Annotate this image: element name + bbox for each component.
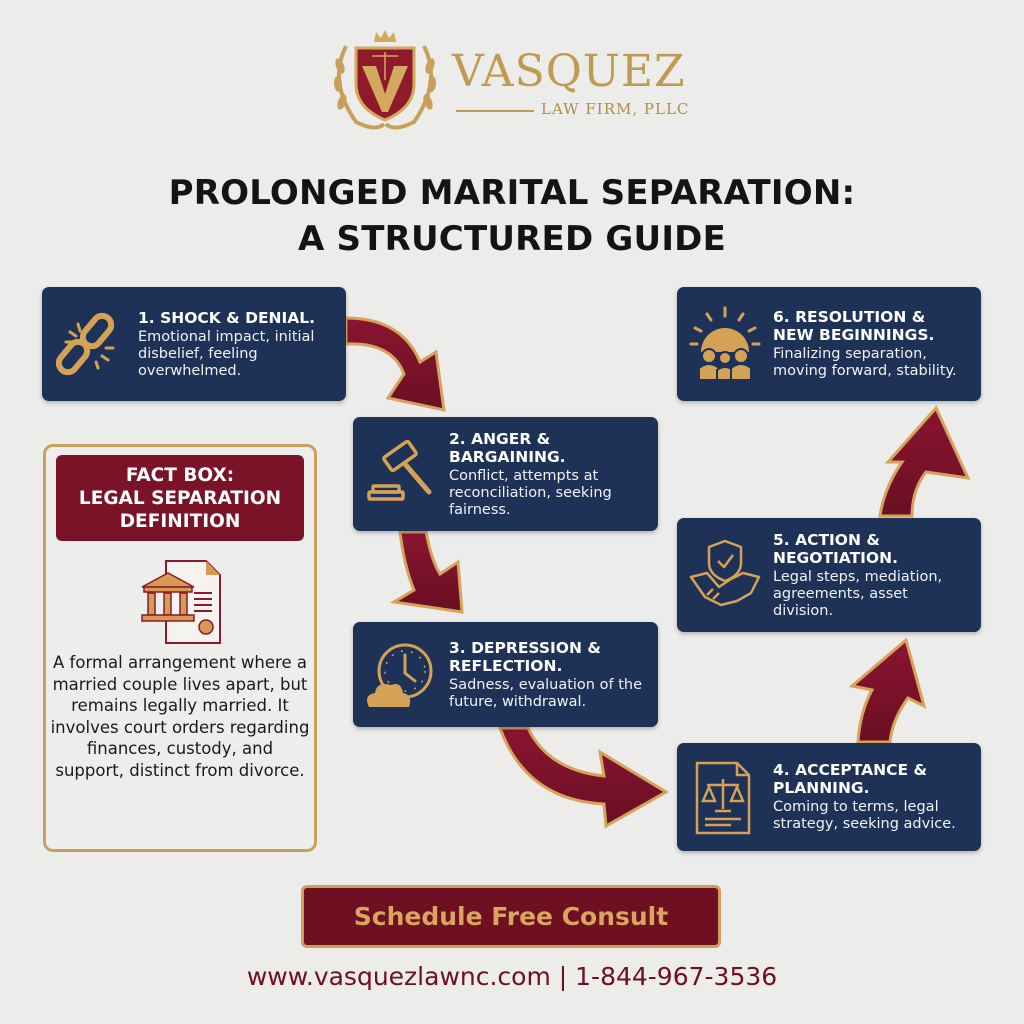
step-card-1: 1. SHOCK & DENIAL. Emotional impact, ini… bbox=[42, 287, 346, 401]
step-1-description: Emotional impact, initial disbelief, fee… bbox=[138, 328, 315, 379]
step-2-heading: 2. ANGER & BARGAINING. bbox=[449, 429, 566, 466]
step-4-description: Coming to terms, legal strategy, seeking… bbox=[773, 799, 956, 832]
step-5-description: Legal steps, mediation, agreements, asse… bbox=[773, 568, 943, 619]
step-3-heading: 3. DEPRESSION & REFLECTION. bbox=[449, 638, 601, 675]
step-card-3: 3. DEPRESSION & REFLECTION. Sadness, eva… bbox=[353, 622, 658, 727]
step-1-heading: 1. SHOCK & DENIAL. bbox=[138, 308, 316, 327]
fact-box-heading: FACT BOX: LEGAL SEPARATION DEFINITION bbox=[56, 455, 304, 541]
step-3-description: Sadness, evaluation of the future, withd… bbox=[449, 676, 642, 710]
step-5-heading: 5. ACTION & NEGOTIATION. bbox=[773, 530, 898, 567]
gavel-icon bbox=[361, 434, 441, 514]
shield-handshake-icon bbox=[685, 535, 765, 615]
fact-box-body: A formal arrangement where a married cou… bbox=[50, 653, 310, 780]
arrow-step2-to-step3 bbox=[389, 530, 464, 614]
step-card-4: 4. ACCEPTANCE & PLANNING. Coming to term… bbox=[677, 743, 981, 851]
arrow-step5-to-step6 bbox=[878, 405, 971, 518]
step-2-description: Conflict, attempts at reconciliation, se… bbox=[449, 467, 612, 518]
title-line-1: PROLONGED MARITAL SEPARATION: bbox=[168, 173, 856, 213]
legal-document-scales-icon bbox=[685, 757, 765, 837]
step-4-heading: 4. ACCEPTANCE & PLANNING. bbox=[773, 761, 927, 797]
broken-chain-icon bbox=[50, 304, 130, 384]
sunrise-family-icon bbox=[685, 304, 765, 384]
fact-box-heading-line-1: FACT BOX: bbox=[125, 464, 235, 486]
clock-cloud-icon bbox=[361, 635, 441, 715]
step-card-6: 6. RESOLUTION & NEW BEGINNINGS. Finalizi… bbox=[677, 287, 981, 401]
firm-logo-emblem bbox=[326, 22, 444, 134]
fact-box-heading-line-2: LEGAL SEPARATION bbox=[78, 487, 282, 509]
schedule-consult-button[interactable]: Schedule Free Consult bbox=[301, 885, 721, 948]
step-card-5: 5. ACTION & NEGOTIATION. Legal steps, me… bbox=[677, 518, 981, 632]
arrow-step1-to-step2 bbox=[344, 316, 446, 412]
contact-line[interactable]: www.vasquezlawnc.com | 1-844-967-3536 bbox=[246, 962, 778, 991]
brand-divider bbox=[456, 110, 534, 112]
step-6-heading: 6. RESOLUTION & NEW BEGINNINGS. bbox=[773, 308, 935, 344]
title-line-2: A STRUCTURED GUIDE bbox=[297, 219, 727, 259]
fact-box-heading-line-3: DEFINITION bbox=[119, 510, 241, 532]
courthouse-document-icon bbox=[138, 557, 228, 647]
arrow-step3-to-step4 bbox=[497, 726, 669, 829]
page-title: PROLONGED MARITAL SEPARATION: A STRUCTUR… bbox=[0, 170, 1024, 262]
step-6-description: Finalizing separation, moving forward, s… bbox=[773, 346, 957, 379]
firm-subtitle: LAW FIRM, PLLC bbox=[541, 100, 690, 118]
fact-box: FACT BOX: LEGAL SEPARATION DEFINITION A … bbox=[43, 444, 317, 852]
arrow-step4-to-step5 bbox=[848, 637, 927, 744]
step-card-2: 2. ANGER & BARGAINING. Conflict, attempt… bbox=[353, 417, 658, 531]
firm-name: VASQUEZ bbox=[452, 46, 686, 97]
